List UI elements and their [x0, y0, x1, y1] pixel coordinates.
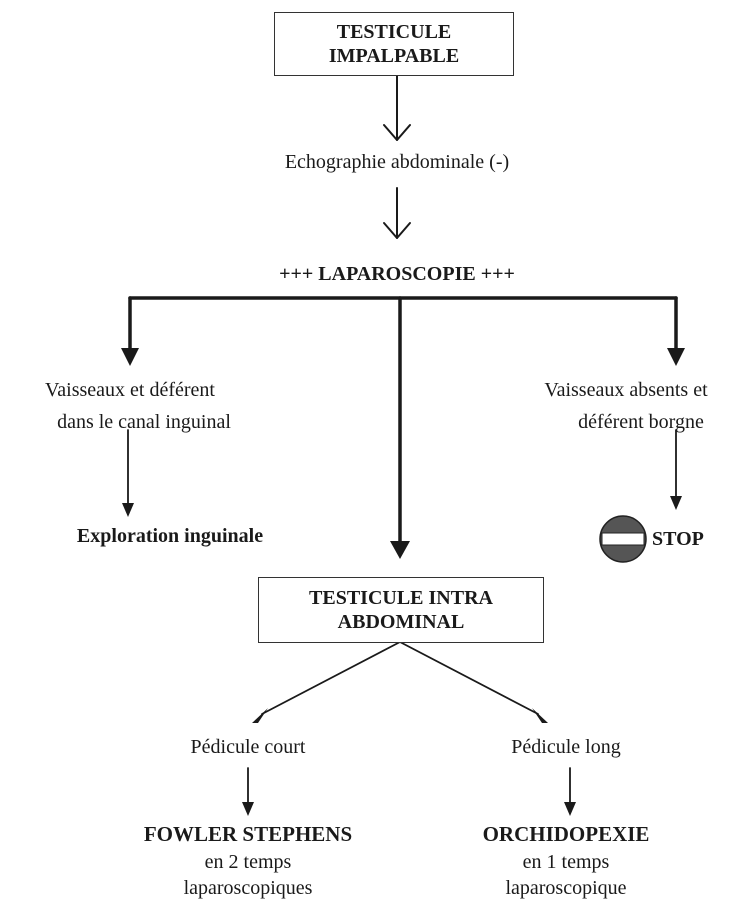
intra-abdominal-box: TESTICULE INTRA ABDOMINAL [258, 577, 544, 643]
echo-step: Echographie abdominale (-) [284, 151, 510, 173]
no-entry-icon [599, 515, 647, 563]
arrowhead-long [532, 708, 548, 723]
arrowhead-echo-lap [383, 222, 411, 239]
fowler-stephens: FOWLER STEPHENS [143, 822, 353, 846]
orchidopexie: ORCHIDOPEXIE [482, 822, 650, 846]
left-branch-line1: Vaisseaux et déférent [45, 379, 215, 401]
arrowhead-left [121, 348, 139, 366]
left-branch-line2: dans le canal inguinal [57, 411, 231, 433]
arrowhead-short [252, 708, 268, 723]
fowler-line2: en 2 temps [204, 851, 292, 873]
stop-result: STOP [598, 514, 704, 564]
arrowhead-exploration [122, 503, 134, 517]
arrowhead-stop [670, 496, 682, 510]
arrowhead-root-echo [383, 124, 411, 141]
center-line2: ABDOMINAL [337, 611, 465, 633]
right-branch-line2: déférent borgne [578, 411, 704, 433]
arrow-box-long [399, 641, 539, 715]
laparoscopy-step: +++ LAPAROSCOPIE +++ [279, 263, 515, 285]
arrowhead-right [667, 348, 685, 366]
arrow-box-short [261, 641, 401, 715]
stop-label: STOP [652, 527, 704, 550]
root-box: TESTICULE IMPALPABLE [274, 12, 514, 76]
orchidopexie-line3: laparoscopique [505, 877, 627, 899]
center-line1: TESTICULE INTRA [309, 587, 493, 609]
short-pedicle-label: Pédicule court [190, 736, 306, 758]
orchidopexie-line2: en 1 temps [522, 851, 610, 873]
root-line1: TESTICULE [336, 21, 452, 43]
arrowhead-orchido [564, 802, 576, 816]
arrowhead-fowler [242, 802, 254, 816]
arrowhead-center [390, 541, 410, 559]
right-branch-line1: Vaisseaux absents et [544, 379, 708, 401]
exploration-inguinale: Exploration inguinale [76, 525, 264, 547]
fowler-line3: laparoscopiques [183, 877, 313, 899]
long-pedicle-label: Pédicule long [511, 736, 621, 758]
root-line2: IMPALPABLE [328, 45, 460, 67]
